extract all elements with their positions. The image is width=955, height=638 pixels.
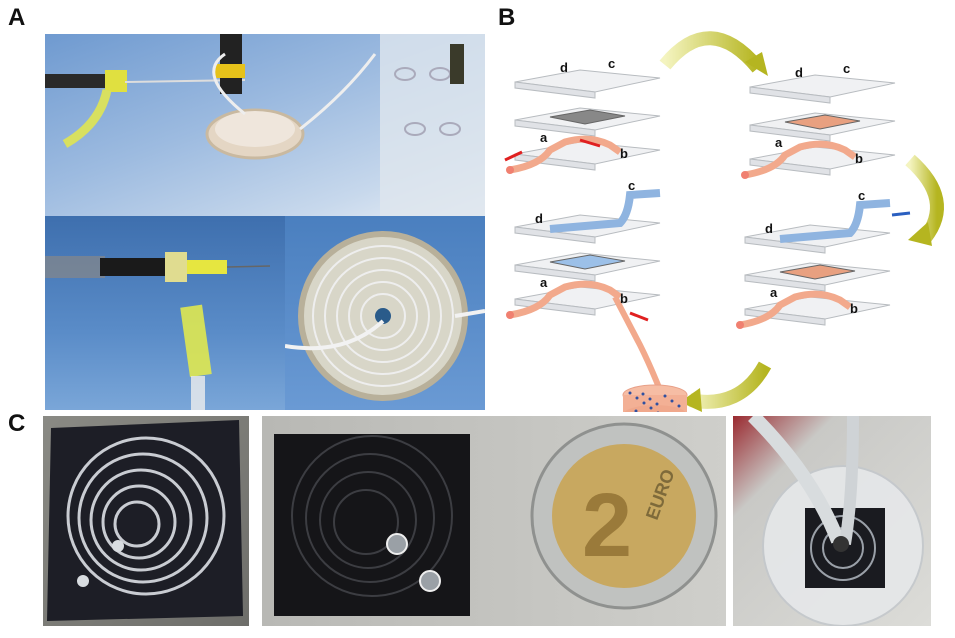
cycle-arrow-2 (905, 154, 944, 243)
assembled-device-illustration (748, 416, 924, 626)
label-d: d (795, 65, 803, 80)
panel-label-c: C (8, 410, 26, 437)
label-a: a (540, 275, 548, 290)
cycle-arrow-1 (659, 31, 764, 73)
flow-arrow (504, 150, 523, 162)
cycle-arrow-3 (688, 361, 772, 409)
medium-channel (509, 135, 623, 174)
buffer-channel (549, 189, 661, 233)
tube-rack (380, 34, 485, 216)
flow-arrow (891, 211, 911, 217)
membrane-grid (549, 109, 626, 125)
buffer-channel (779, 199, 891, 243)
assembly-step-4: a b c d (736, 188, 911, 329)
setup-illustration (45, 34, 485, 216)
assembly-step-2: a b c d (741, 61, 896, 179)
spiral-dish-illustration (285, 231, 485, 401)
photo-spiral-chip (43, 416, 249, 626)
label-b: b (855, 151, 863, 166)
outlet-channel (612, 295, 663, 392)
photo-chip-and-coin: 2 EURO (262, 416, 726, 626)
label-b: b (620, 146, 628, 161)
assembly-step-3: a b c d (506, 178, 688, 412)
photo-setup-overview (45, 34, 485, 216)
label-b: b (620, 291, 628, 306)
workflow-schematic: a b c d a b c d a b c d a b c d (504, 31, 944, 412)
medium-channel (739, 290, 853, 329)
panel-label-a: A (8, 4, 26, 31)
label-a: a (770, 285, 778, 300)
label-c: c (608, 56, 615, 71)
medium-channel (744, 140, 858, 179)
syringe-illustration (45, 252, 271, 410)
label-c: c (628, 178, 635, 193)
membrane-grid (784, 114, 861, 130)
label-b: b (850, 301, 858, 316)
needle-hub (105, 70, 127, 92)
panel-label-b: B (498, 4, 516, 31)
label-d: d (535, 211, 543, 226)
label-a: a (775, 135, 783, 150)
label-c: c (843, 61, 850, 76)
medium-channel (509, 280, 623, 319)
label-d: d (765, 221, 773, 236)
label-d: d (560, 60, 568, 75)
assembly-step-1: a b c d (504, 56, 661, 174)
photo-assembled-device (733, 416, 931, 626)
photo-spiral-device-top (285, 216, 485, 410)
chip-coin-illustration: 2 EURO (274, 422, 718, 616)
two-euro-coin: 2 EURO (530, 422, 718, 610)
label-c: c (858, 188, 865, 203)
membrane-grid (549, 254, 626, 270)
photo-syringe-connection (45, 216, 285, 410)
coin-value: 2 (582, 476, 632, 576)
spiral-chip-illustration (47, 420, 243, 621)
membrane-grid (779, 264, 856, 280)
label-a: a (540, 130, 548, 145)
